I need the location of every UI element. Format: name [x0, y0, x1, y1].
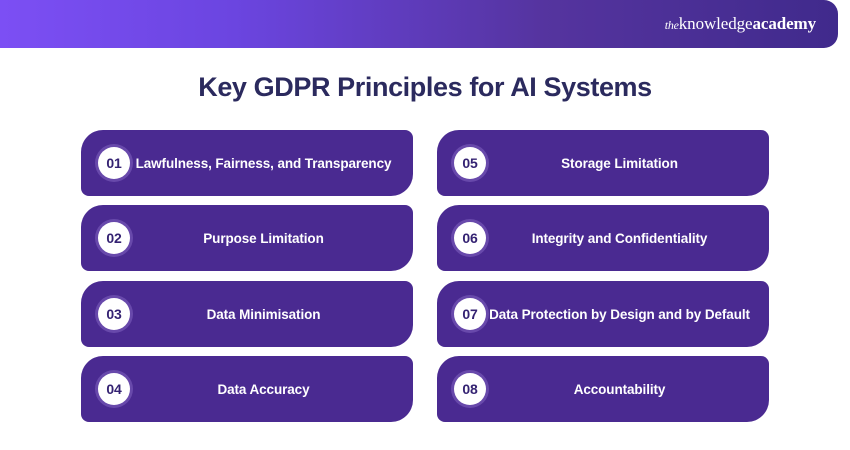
left-column: 01 Lawfulness, Fairness, and Transparenc… — [81, 130, 413, 428]
card-label: Integrity and Confidentiality — [531, 230, 708, 246]
card-number-badge: 06 — [454, 222, 486, 254]
card-label: Data Minimisation — [206, 306, 321, 322]
card-number-badge: 01 — [98, 147, 130, 179]
principle-card[interactable]: 03 Data Minimisation — [81, 281, 413, 347]
principle-card[interactable]: 02 Purpose Limitation — [81, 205, 413, 271]
brand-logo-the: the — [664, 18, 679, 32]
card-label: Data Accuracy — [217, 381, 310, 397]
right-column: 05 Storage Limitation 06 Integrity and C… — [437, 130, 769, 428]
card-number-badge: 02 — [98, 222, 130, 254]
card-number-badge: 08 — [454, 373, 486, 405]
principle-card[interactable]: 07 Data Protection by Design and by Defa… — [437, 281, 769, 347]
principle-card[interactable]: 06 Integrity and Confidentiality — [437, 205, 769, 271]
principles-grid: 01 Lawfulness, Fairness, and Transparenc… — [81, 130, 771, 428]
card-label: Purpose Limitation — [203, 230, 324, 246]
principle-card[interactable]: 04 Data Accuracy — [81, 356, 413, 422]
card-label: Accountability — [573, 381, 666, 397]
principle-card[interactable]: 08 Accountability — [437, 356, 769, 422]
brand-logo-knowledge: knowledge — [678, 14, 753, 33]
card-number-badge: 04 — [98, 373, 130, 405]
card-label: Lawfulness, Fairness, and Transparency — [135, 155, 392, 171]
card-number-badge: 03 — [98, 298, 130, 330]
page-title: Key GDPR Principles for AI Systems — [198, 72, 652, 102]
card-label: Data Protection by Design and by Default — [489, 306, 750, 322]
brand-logo-academy: academy — [752, 14, 816, 33]
principle-card[interactable]: 05 Storage Limitation — [437, 130, 769, 196]
principle-card[interactable]: 01 Lawfulness, Fairness, and Transparenc… — [81, 130, 413, 196]
card-number-badge: 05 — [454, 147, 486, 179]
card-label: Storage Limitation — [561, 155, 678, 171]
card-number-badge: 07 — [454, 298, 486, 330]
